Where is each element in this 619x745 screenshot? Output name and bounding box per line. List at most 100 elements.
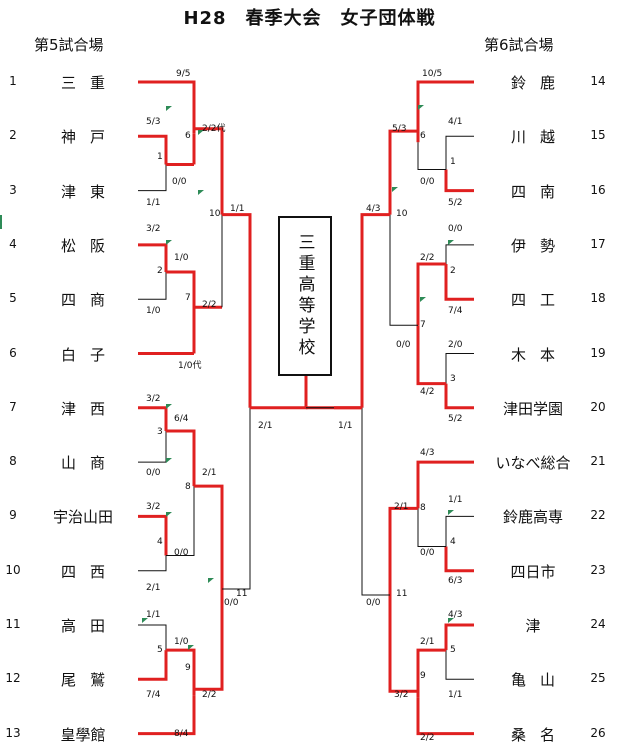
score-label: 7 bbox=[185, 293, 191, 303]
score-label: 6 bbox=[185, 131, 191, 141]
bracket-line bbox=[138, 555, 167, 572]
score-label: 9/5 bbox=[176, 69, 191, 79]
score-label: 4/3 bbox=[366, 204, 381, 214]
right-team-number: 19 bbox=[590, 345, 606, 360]
right-team-name: 津田学園 bbox=[502, 399, 563, 418]
bracket-line bbox=[416, 80, 474, 143]
left-team-name: 四商 bbox=[60, 291, 119, 310]
left-team-number: 13 bbox=[5, 725, 21, 740]
right-team-name: 四日市 bbox=[510, 562, 556, 581]
left-team-name: 松阪 bbox=[60, 236, 119, 255]
score-label: 0/0 bbox=[448, 224, 463, 234]
score-label: 10/5 bbox=[422, 69, 443, 79]
score-label: 2/1 bbox=[146, 583, 161, 593]
bracket-line bbox=[388, 595, 418, 693]
left-team-number: 10 bbox=[5, 562, 21, 577]
score-label: 4/2 bbox=[420, 387, 435, 397]
score-label: 7/4 bbox=[146, 690, 161, 700]
score-label: 1/0代 bbox=[178, 361, 202, 371]
left-team-number: 12 bbox=[5, 671, 21, 686]
right-team-name: いなべ総合 bbox=[495, 454, 571, 473]
score-label: 2/1 bbox=[420, 637, 435, 647]
bracket-line bbox=[166, 270, 196, 354]
right-team-number: 26 bbox=[590, 725, 606, 740]
score-label: 5/3 bbox=[146, 117, 161, 127]
score-label: 7/4 bbox=[448, 306, 463, 316]
marker-icon bbox=[448, 618, 454, 623]
bracket-line bbox=[138, 695, 196, 736]
left-team-name: 津東 bbox=[60, 182, 119, 201]
score-label: 3/2 bbox=[146, 224, 161, 234]
left-team-name: 高田 bbox=[60, 617, 119, 635]
left-team-number: 6 bbox=[9, 345, 17, 360]
left-team-number: 7 bbox=[9, 399, 17, 414]
right-venue-header: 第6試合場 bbox=[484, 36, 554, 54]
bracket-line bbox=[360, 213, 390, 408]
score-label: 3/2 bbox=[146, 502, 161, 512]
bracket-line bbox=[444, 623, 474, 651]
left-team-name: 宇治山田 bbox=[52, 508, 113, 527]
bracket-line bbox=[416, 460, 474, 509]
bracket-line bbox=[138, 514, 168, 556]
bracket-line bbox=[194, 589, 224, 691]
score-label: 2/2代 bbox=[202, 124, 226, 134]
bracket-line bbox=[445, 244, 474, 265]
marker-icon bbox=[166, 106, 172, 111]
left-team-name: 皇學館 bbox=[60, 725, 106, 744]
marker-icon bbox=[448, 240, 454, 245]
bracket-line bbox=[166, 429, 196, 487]
page-title: H28 春季大会 女子団体戦 bbox=[183, 8, 436, 29]
right-team-name: 四南 bbox=[510, 182, 569, 201]
right-team-number: 22 bbox=[590, 508, 606, 523]
marker-icon bbox=[166, 404, 172, 409]
score-label: 1 bbox=[450, 157, 456, 167]
final-venue-label: 三重高等学校 bbox=[294, 233, 315, 359]
left-team-name: 尾鷲 bbox=[60, 671, 119, 690]
bracket-line bbox=[194, 127, 224, 215]
score-label: 10 bbox=[209, 209, 221, 219]
score-label: 9 bbox=[420, 671, 426, 681]
marker-icon bbox=[448, 510, 454, 515]
left-team-number: 3 bbox=[9, 182, 17, 197]
left-team-name: 四西 bbox=[60, 562, 119, 581]
score-label: 3 bbox=[157, 427, 163, 437]
score-label: 1 bbox=[157, 152, 163, 162]
marker-icon bbox=[208, 578, 214, 583]
score-label: 11 bbox=[396, 589, 408, 599]
marker-icon bbox=[188, 645, 194, 650]
bracket-line bbox=[138, 272, 167, 300]
bracket-line bbox=[445, 353, 474, 384]
marker-icon bbox=[392, 187, 398, 192]
right-team-number: 18 bbox=[590, 291, 606, 306]
score-label: 0/0 bbox=[174, 548, 189, 558]
score-label: 2/2 bbox=[420, 253, 435, 263]
left-final-line bbox=[250, 376, 308, 410]
right-team-number: 17 bbox=[590, 236, 606, 251]
left-team-number: 9 bbox=[9, 508, 17, 523]
right-team-name: 鈴鹿高専 bbox=[502, 508, 563, 527]
score-label: 4 bbox=[450, 537, 456, 547]
left-team-number: 8 bbox=[9, 454, 17, 469]
score-label: 1/0 bbox=[174, 253, 189, 263]
left-team-number: 1 bbox=[9, 74, 17, 88]
score-label: 1/1 bbox=[146, 198, 161, 208]
bracket-line bbox=[444, 546, 474, 573]
right-team-name: 桑名 bbox=[510, 725, 569, 744]
marker-icon bbox=[166, 512, 172, 517]
right-team-name: 亀山 bbox=[510, 671, 569, 690]
score-label: 5 bbox=[450, 645, 456, 655]
score-label: 2/2 bbox=[202, 300, 217, 310]
score-label: 1/1 bbox=[448, 690, 463, 700]
score-label: 0/0 bbox=[146, 468, 161, 478]
right-team-name: 川越 bbox=[510, 128, 569, 147]
score-label: 5/2 bbox=[448, 414, 463, 424]
score-label: 6/3 bbox=[448, 576, 463, 586]
score-label: 1/0 bbox=[146, 306, 161, 316]
bracket-line bbox=[389, 214, 418, 326]
score-label: 8/4 bbox=[174, 729, 189, 739]
score-label: 2/1 bbox=[202, 468, 217, 478]
left-venue-header: 第5試合場 bbox=[34, 36, 104, 54]
right-team-number: 24 bbox=[590, 617, 606, 631]
